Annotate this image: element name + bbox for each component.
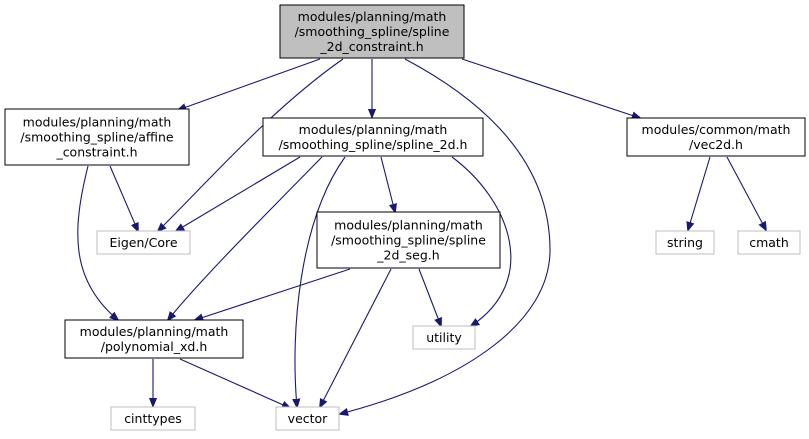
node-root: modules/planning/math/smoothing_spline/s… — [279, 4, 465, 59]
node-box-cmath — [737, 230, 801, 255]
node-label-string-line-0: string — [667, 235, 703, 250]
node-label-vector-line-0: vector — [288, 411, 329, 426]
edge-spline2d-to-poly — [168, 156, 323, 320]
edge-spline2d-to-utility — [451, 156, 512, 326]
edge-seg-to-utility — [418, 268, 441, 326]
node-spline2d[interactable]: modules/planning/math/smoothing_spline/s… — [262, 117, 484, 157]
node-label-utility-line-0: utility — [426, 330, 462, 345]
edge-vec2d-to-string — [688, 156, 711, 230]
node-box-utility — [412, 325, 476, 350]
node-box-vector — [275, 406, 340, 431]
edge-spline2d-to-vector — [295, 156, 346, 407]
edge-affine-to-poly — [77, 165, 118, 320]
node-label-root-line-0: modules/planning/math — [298, 9, 447, 24]
node-label-vec2d-line-0: modules/common/math — [642, 122, 791, 137]
node-label-spline2d-line-0: modules/planning/math — [299, 122, 448, 137]
node-label-root-line-2: _2d_constraint.h — [319, 39, 423, 54]
node-string: string — [655, 230, 715, 255]
node-box-vec2d — [626, 117, 806, 157]
node-label-poly-line-1: /polynomial_xd.h — [101, 339, 208, 354]
edge-spline2d-to-seg — [380, 156, 395, 212]
edge-root-to-affine — [178, 58, 321, 110]
node-label-seg-line-1: /smoothing_spline/spline — [331, 233, 486, 248]
edge-root-to-eigen — [158, 58, 344, 231]
node-poly[interactable]: modules/planning/math/polynomial_xd.h — [64, 319, 244, 359]
node-label-affine-line-0: modules/planning/math — [23, 115, 172, 130]
node-label-root-line-1: /smoothing_spline/spline — [295, 24, 450, 39]
node-label-poly-line-0: modules/planning/math — [80, 324, 229, 339]
node-box-root — [279, 4, 465, 59]
edge-poly-to-vector — [179, 358, 290, 408]
node-vector: vector — [275, 406, 340, 431]
edge-root-to-vector — [340, 58, 551, 414]
node-label-seg-line-0: modules/planning/math — [334, 218, 483, 233]
node-vec2d[interactable]: modules/common/math/vec2d.h — [626, 117, 806, 157]
node-label-affine-line-1: /smoothing_spline/affine — [20, 130, 173, 145]
node-box-seg — [316, 211, 501, 269]
node-cinttypes: cinttypes — [110, 406, 196, 431]
edges-layer — [77, 58, 766, 414]
edge-affine-to-eigen — [109, 165, 138, 231]
edge-seg-to-vector — [320, 268, 392, 407]
node-box-string — [655, 230, 715, 255]
node-box-spline2d — [262, 117, 484, 157]
node-box-affine — [4, 108, 190, 166]
node-seg[interactable]: modules/planning/math/smoothing_spline/s… — [316, 211, 501, 269]
node-box-eigen — [96, 230, 191, 255]
node-box-cinttypes — [110, 406, 196, 431]
nodes-layer: modules/planning/math/smoothing_spline/s… — [4, 4, 806, 431]
node-label-cinttypes-line-0: cinttypes — [124, 411, 182, 426]
node-affine[interactable]: modules/planning/math/smoothing_spline/a… — [4, 108, 190, 166]
edge-seg-to-poly — [195, 268, 351, 320]
node-label-vec2d-line-1: /vec2d.h — [689, 137, 743, 152]
node-utility: utility — [412, 325, 476, 350]
node-label-affine-line-2: _constraint.h — [55, 145, 137, 160]
node-eigen: Eigen/Core — [96, 230, 191, 255]
edge-root-to-vec2d — [461, 58, 640, 118]
node-label-spline2d-line-1: /smoothing_spline/spline_2d.h — [279, 137, 468, 152]
edge-vec2d-to-cmath — [726, 156, 766, 230]
node-box-poly — [64, 319, 244, 359]
node-cmath: cmath — [737, 230, 801, 255]
node-label-seg-line-2: _2d_seg.h — [376, 248, 439, 263]
node-label-eigen-line-0: Eigen/Core — [109, 235, 177, 250]
node-label-cmath-line-0: cmath — [749, 235, 789, 250]
edge-spline2d-to-eigen — [176, 156, 301, 231]
